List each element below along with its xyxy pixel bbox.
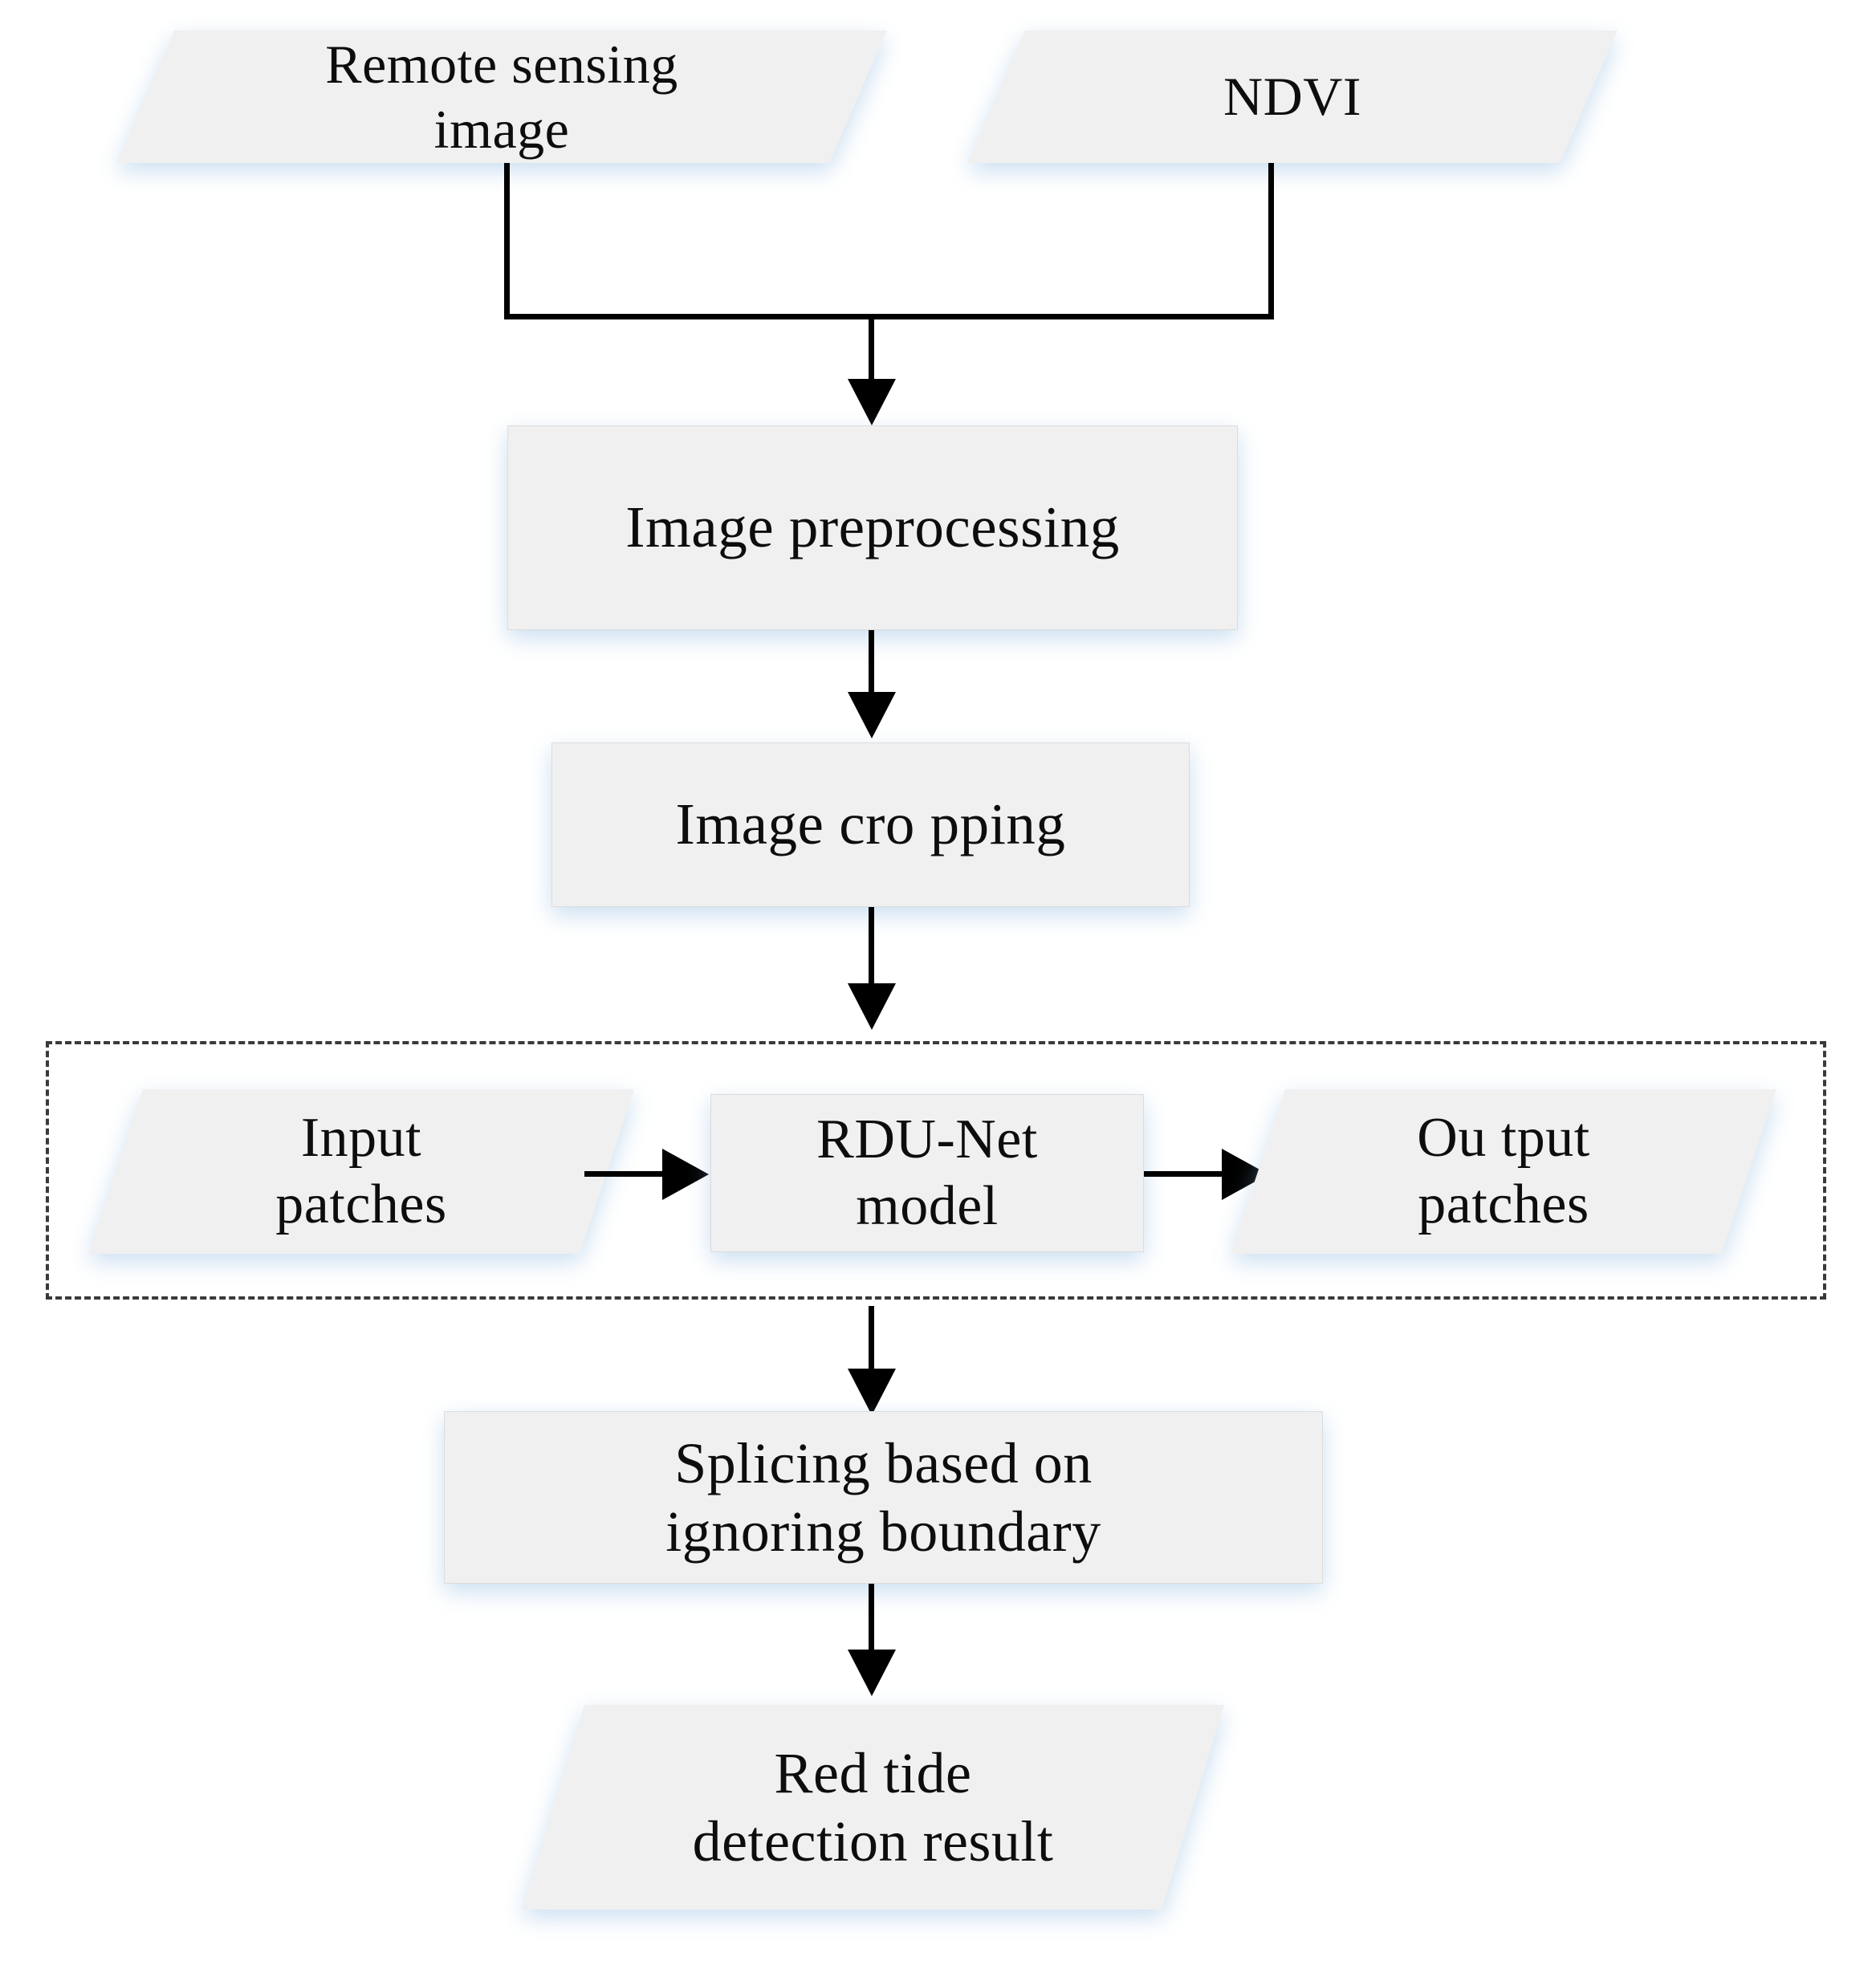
node-label: Image preprocessing: [625, 494, 1120, 560]
node-splicing[interactable]: Splicing based on ignoring boundary: [444, 1411, 1323, 1584]
edge-merge-bar: [504, 314, 1274, 319]
node-red-tide-result[interactable]: Red tide detection result: [522, 1705, 1224, 1910]
edge-model-to-splicing-arrowhead: [848, 1369, 896, 1415]
group-model-stage: [46, 1041, 1826, 1300]
edge-merge-arrowhead: [848, 379, 896, 425]
edge-model-to-splicing-stem: [869, 1306, 874, 1374]
node-label: Remote sensing image: [325, 34, 678, 160]
edge-input-to-rdunet-line: [584, 1171, 669, 1177]
node-output-patches[interactable]: Ou tput patches: [1231, 1089, 1776, 1254]
edge-remote-sensing-drop: [504, 163, 510, 319]
node-remote-sensing-image[interactable]: Remote sensing image: [116, 31, 887, 163]
edge-ndvi-drop: [1268, 163, 1274, 319]
red-tide-result-shape: [522, 1705, 1224, 1910]
node-label: Ou tput patches: [1417, 1106, 1590, 1235]
edge-cropping-to-model-stem: [869, 907, 874, 987]
edge-preprocessing-to-cropping-arrowhead: [848, 692, 896, 738]
node-ndvi[interactable]: NDVI: [967, 31, 1618, 163]
edge-cropping-to-model-arrowhead: [848, 983, 896, 1030]
edge-input-to-rdunet-arrowhead: [662, 1149, 709, 1200]
node-rdu-net-model[interactable]: RDU-Net model: [710, 1094, 1144, 1252]
edge-preprocessing-to-cropping-stem: [869, 630, 874, 696]
node-label: Red tide detection result: [692, 1740, 1054, 1873]
ndvi-shape: [967, 31, 1618, 163]
node-label: NDVI: [1223, 66, 1361, 128]
node-image-cropping[interactable]: Image cro pping: [551, 742, 1190, 907]
node-input-patches[interactable]: Input patches: [88, 1089, 634, 1254]
edge-merge-stem: [869, 314, 874, 386]
input-patches-shape: [88, 1089, 634, 1254]
node-label: RDU-Net model: [816, 1108, 1038, 1237]
edge-splicing-to-result-arrowhead: [848, 1650, 896, 1696]
node-image-preprocessing[interactable]: Image preprocessing: [507, 425, 1238, 630]
output-patches-shape: [1231, 1089, 1776, 1254]
node-label: Splicing based on ignoring boundary: [665, 1430, 1101, 1564]
node-label: Input patches: [275, 1106, 447, 1235]
edge-rdunet-to-output-line: [1144, 1171, 1228, 1177]
node-label: Image cro pping: [675, 791, 1066, 857]
edge-splicing-to-result-stem: [869, 1584, 874, 1654]
remote-sensing-image-shape: [116, 31, 887, 163]
